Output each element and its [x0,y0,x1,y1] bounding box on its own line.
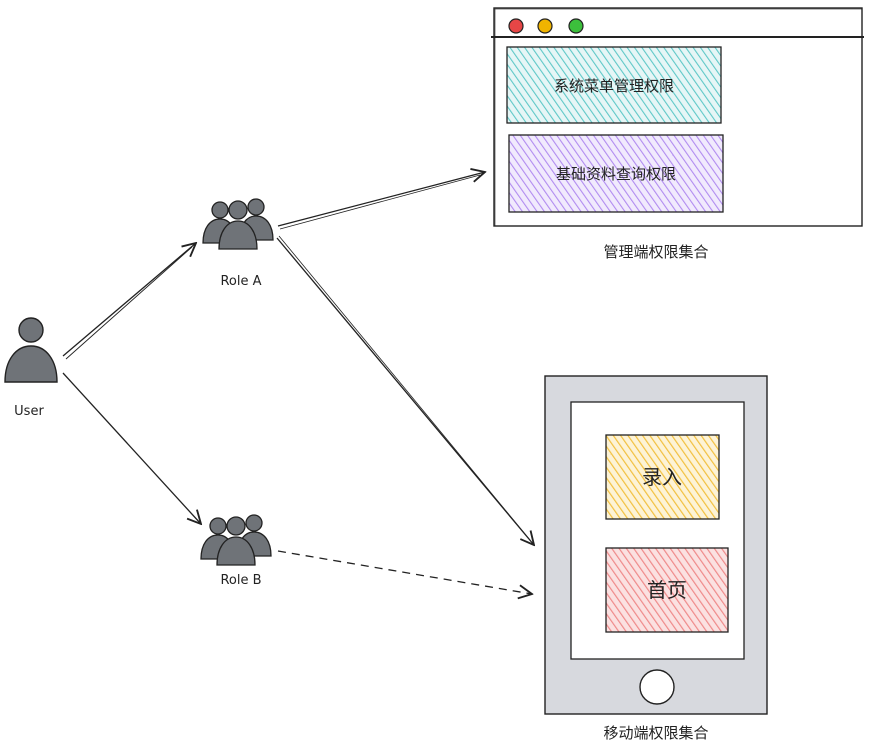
arrow-role-a-to-mobile [276,237,534,545]
minimize-dot-icon [537,18,553,34]
mobile-label-entry: 录入 [642,465,682,489]
group-icon [202,198,274,250]
role-a-node: Role A [202,198,274,289]
dashed-arrow-role-b-to-mobile [277,550,532,594]
window-frame-sketch [494,8,863,227]
mobile-block-home [605,547,729,633]
arrow-role-a-to-admin-sketch [279,174,481,230]
permission-label-menu: 系统菜单管理权限 [554,77,674,95]
admin-window-caption: 管理端权限集合 [603,243,708,261]
connectors [62,172,534,594]
admin-window: 系统菜单管理权限 基础资料查询权限 管理端权限集合 [491,7,864,261]
role-b-node: Role B [200,514,272,588]
permission-block-menu [506,46,722,124]
role-a-label: Role A [220,274,261,289]
group-icon [200,514,272,566]
arrow-user-to-role-b [62,372,201,524]
user-node: User [4,317,58,419]
user-icon [4,317,58,383]
maximize-dot-icon [568,18,584,34]
user-label: User [14,404,44,419]
permission-label-basic-data: 基础资料查询权限 [556,165,676,183]
close-dot-icon [508,18,524,34]
arrow-role-a-to-mobile-sketch [278,235,531,541]
permission-block-basic-data [508,134,724,213]
role-b-label: Role B [220,573,261,588]
mobile-block-entry [605,434,720,520]
arrow-user-to-role-a-sketch [65,246,193,360]
arrow-role-a-to-admin [277,172,485,227]
arrow-user-to-role-a [62,243,196,357]
mobile-label-home: 首页 [647,578,687,602]
mobile-device-caption: 移动端权限集合 [603,724,708,742]
mobile-device: 录入 首页 移动端权限集合 [544,375,768,742]
home-button-icon [639,669,675,705]
